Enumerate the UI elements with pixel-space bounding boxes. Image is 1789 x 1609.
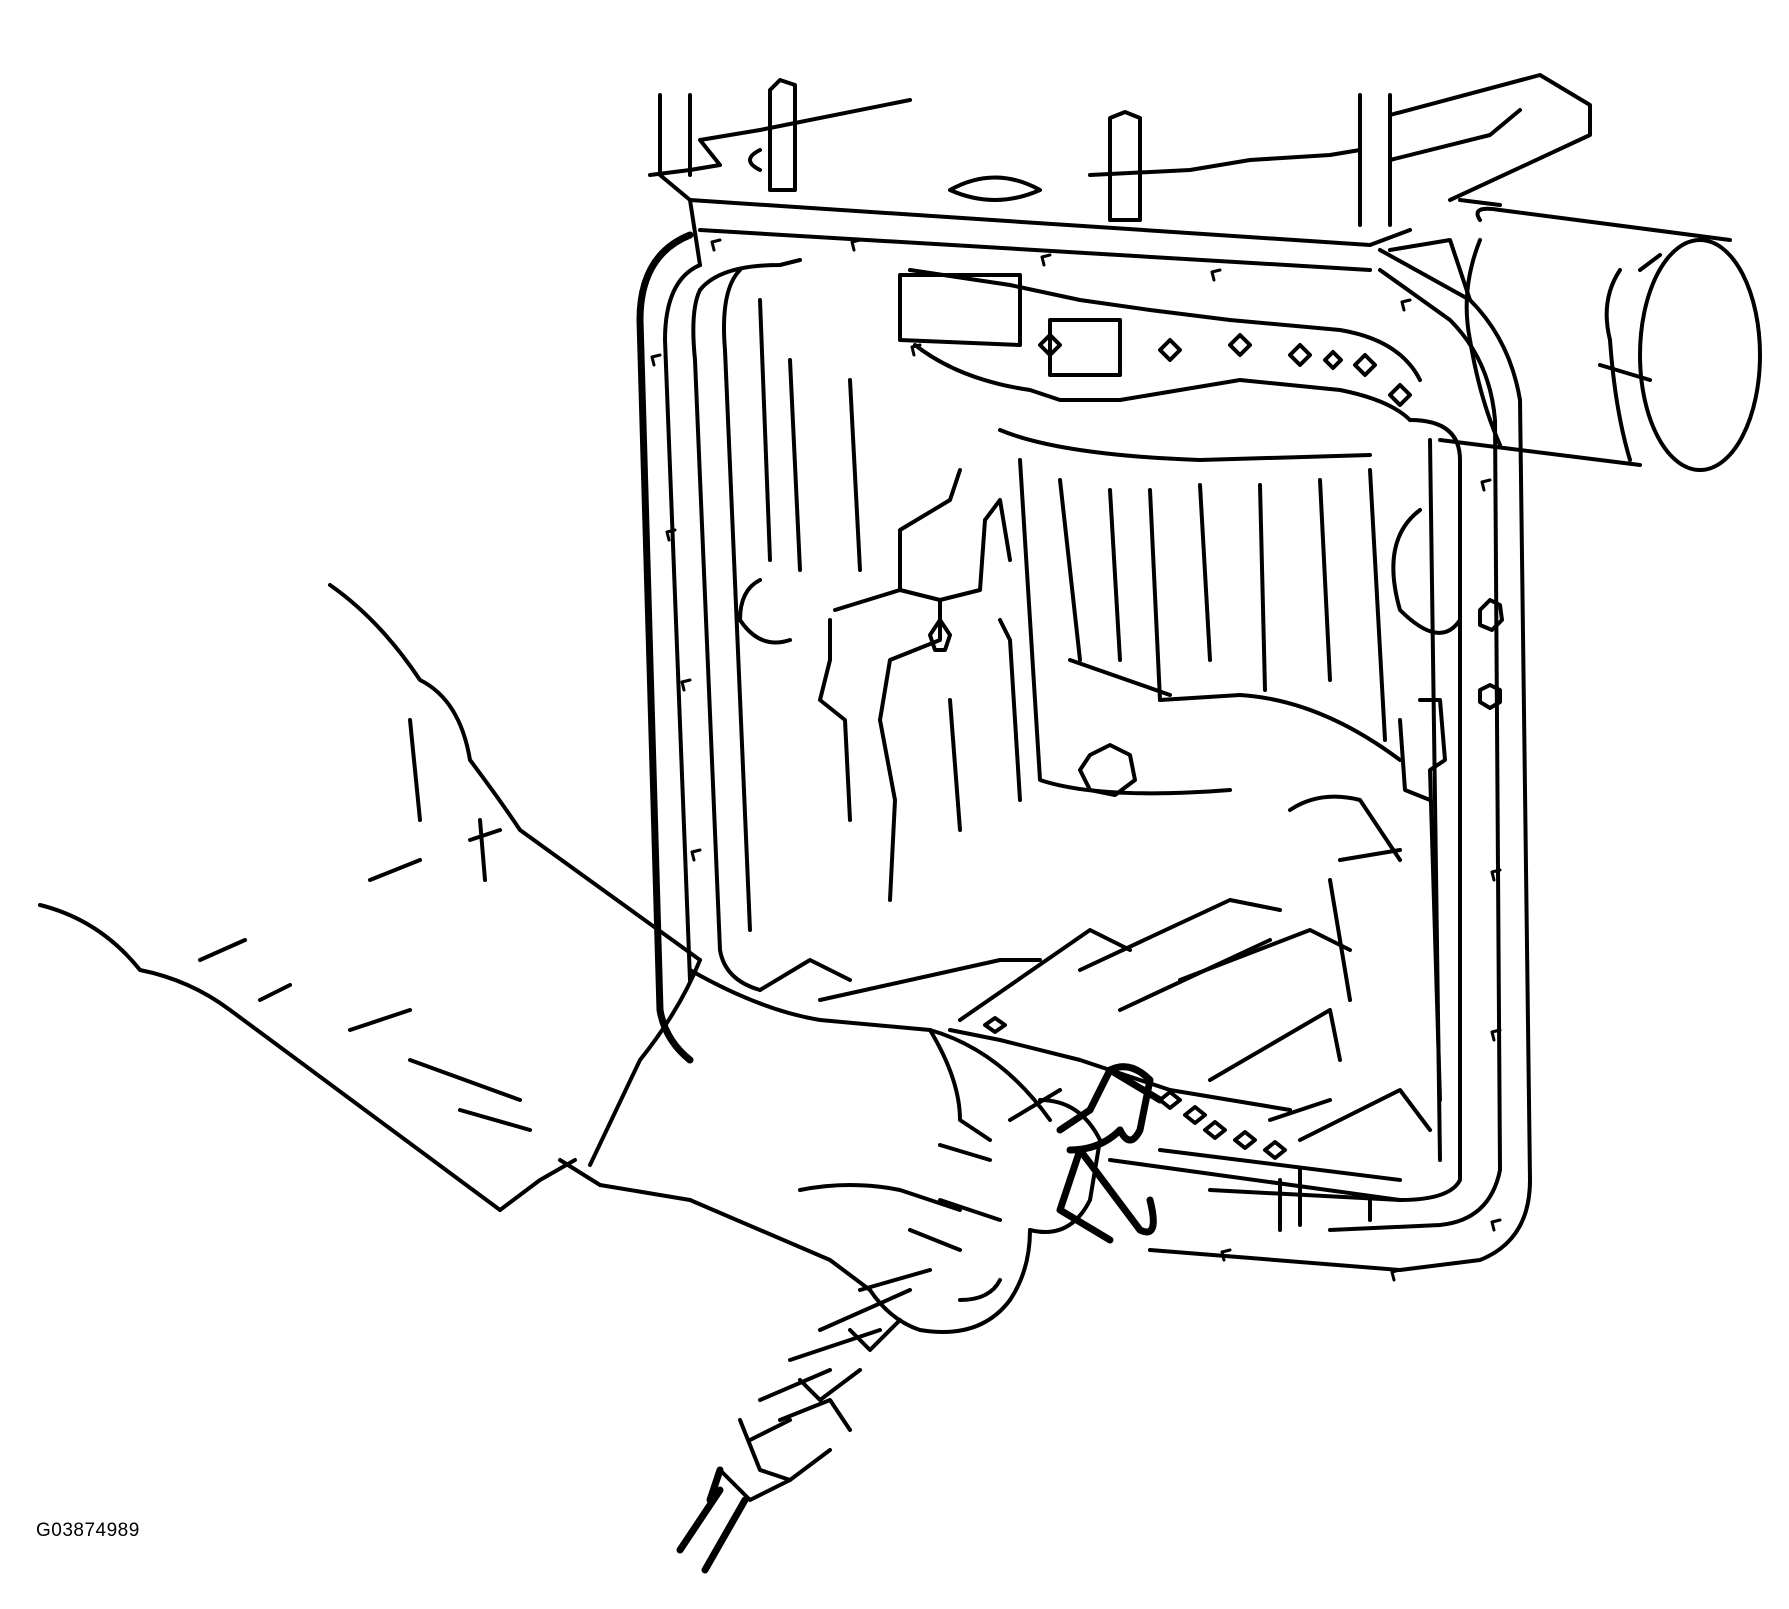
technician-hand xyxy=(688,968,1102,1334)
mounting-studs xyxy=(768,78,1142,222)
pan-outer-flange xyxy=(636,231,1532,1272)
figure-id-label: G03874989 xyxy=(36,1520,140,1541)
top-mounting-frame xyxy=(648,73,1592,272)
pan-bottom-ribs xyxy=(758,898,1432,1232)
filter-body xyxy=(998,428,1462,796)
oil-filter-cylinder xyxy=(1438,206,1762,472)
technician-arm xyxy=(38,583,702,1212)
left-bracket xyxy=(738,468,1022,902)
lower-gasket-holes xyxy=(948,1016,1292,1160)
drain-plug-tool xyxy=(676,1063,1164,1574)
pan-bolts xyxy=(1078,598,1504,797)
pan-inner-wall xyxy=(691,258,1462,1202)
valve-body-gasket xyxy=(898,268,1422,422)
flange-bolt-marks xyxy=(650,238,1502,1282)
right-channels xyxy=(1288,698,1447,1102)
